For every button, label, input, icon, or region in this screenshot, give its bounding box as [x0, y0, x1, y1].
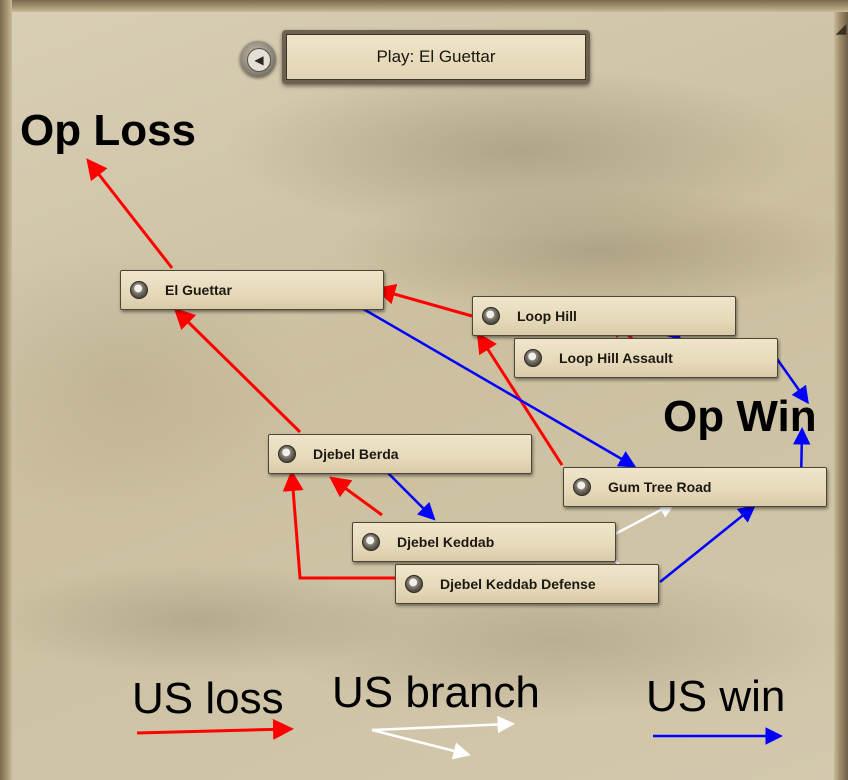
mission-radio-icon: [362, 533, 380, 551]
back-arrow-icon: ◀: [247, 48, 271, 72]
page-title: Play: El Guettar: [286, 34, 586, 80]
mission-djebel-berda[interactable]: Djebel Berda: [268, 434, 532, 474]
arrow-djebelkeddab-to-djebelberda: [329, 476, 383, 517]
mission-gum-tree-road[interactable]: Gum Tree Road: [563, 467, 827, 507]
mission-loop-hill[interactable]: Loop Hill: [472, 296, 736, 336]
arrow-djebelberda-to-djebelkeddab: [387, 472, 436, 521]
mission-loop-hill-assault[interactable]: Loop Hill Assault: [514, 338, 778, 378]
op-loss-label: Op Loss: [20, 106, 197, 155]
mission-label: Djebel Keddab Defense: [440, 576, 596, 592]
legend-us-loss-label: US loss: [132, 674, 284, 723]
mission-radio-icon: [573, 478, 591, 496]
title-panel: Play: El Guettar: [282, 30, 590, 84]
legend-us-loss-arrow: [136, 718, 294, 740]
frame-right-border: [834, 12, 848, 780]
mission-djebel-keddab-defense[interactable]: Djebel Keddab Defense: [395, 564, 659, 604]
legend-us-win-label: US win: [646, 672, 786, 721]
arrow-keddabdefense-to-gumtree: [659, 504, 756, 583]
arrow-elguettar-to-oploss: [86, 158, 174, 269]
arrow-keddabdefense-to-djebelberda: [282, 470, 395, 580]
back-button[interactable]: ◀: [240, 41, 276, 77]
mission-djebel-keddab[interactable]: Djebel Keddab: [352, 522, 616, 562]
mission-label: Djebel Keddab: [397, 534, 495, 550]
legend-us-branch-arrow-lower: [371, 728, 471, 760]
mission-label: Djebel Berda: [313, 446, 399, 462]
arrow-loophill-to-elguettar: [374, 283, 473, 318]
mission-el-guettar[interactable]: El Guettar: [120, 270, 384, 310]
op-win-label: Op Win: [663, 392, 817, 441]
mission-radio-icon: [405, 575, 423, 593]
mission-label: Loop Hill: [517, 308, 577, 324]
mission-label: El Guettar: [165, 282, 232, 298]
mission-radio-icon: [130, 281, 148, 299]
arrow-elguettar-to-gumtree: [359, 305, 637, 468]
mission-radio-icon: [278, 445, 296, 463]
corner-triangle-icon: ◢: [835, 20, 847, 36]
legend-us-branch-arrow-upper: [371, 715, 515, 734]
mission-label: Gum Tree Road: [608, 479, 712, 495]
frame-top-border: [0, 0, 848, 12]
mission-radio-icon: [482, 307, 500, 325]
arrow-loophillassault-to-opwin: [773, 355, 809, 405]
frame-left-border: [0, 0, 12, 780]
arrow-djebelberda-to-elguettar: [173, 307, 302, 434]
legend-us-branch-label: US branch: [332, 668, 540, 717]
mission-label: Loop Hill Assault: [559, 350, 673, 366]
mission-radio-icon: [524, 349, 542, 367]
